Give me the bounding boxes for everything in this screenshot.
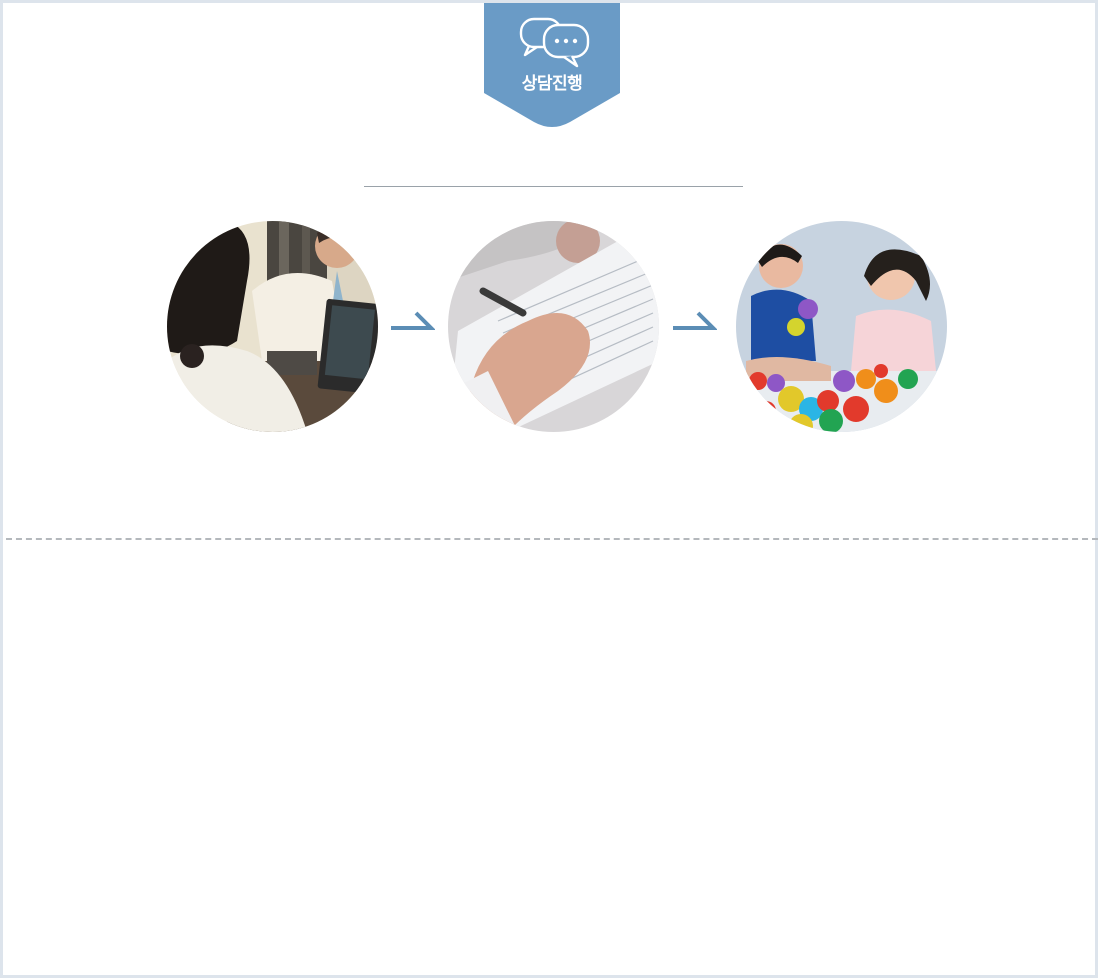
section-divider xyxy=(6,538,1098,540)
step-2-writing-photo xyxy=(448,221,659,432)
badge-shape xyxy=(484,3,620,127)
step-3-children-photo xyxy=(736,221,947,432)
speech-bubbles-icon xyxy=(519,17,590,68)
title-divider xyxy=(364,186,743,187)
step-arrow-1 xyxy=(391,311,435,330)
step-1-consultation-photo xyxy=(167,221,378,432)
step-arrow-2 xyxy=(673,311,717,330)
badge-label: 상담진행 xyxy=(521,74,583,94)
process-badge: 상담진행 xyxy=(484,3,620,127)
